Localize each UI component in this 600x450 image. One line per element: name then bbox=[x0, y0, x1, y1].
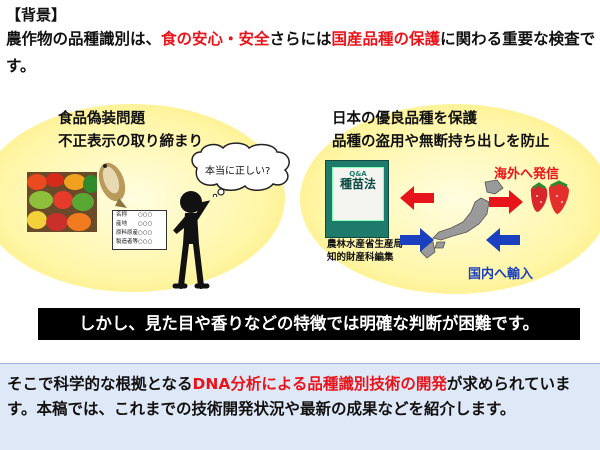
conclusion-box: そこで科学的な根拠となるDNA分析による品種識別技術の開発が求められています。本… bbox=[0, 363, 600, 450]
label-row: 原料原産○○○ bbox=[116, 230, 153, 236]
fish-icon bbox=[98, 162, 127, 208]
book-cover-label: Q&A 種苗法 bbox=[332, 167, 384, 221]
strawberries-icon bbox=[530, 180, 569, 214]
vegetables-photo bbox=[27, 172, 97, 232]
domestic-import-label: 国内へ輸入 bbox=[468, 267, 534, 282]
conclusion-text: そこで科学的な根拠となるDNA分析による品種識別技術の開発が求められています。本… bbox=[7, 372, 597, 422]
label-row: 産地○○○ bbox=[116, 221, 153, 227]
conclusion-text-2: が求められています。本稿では、これまでの技術開発状況や最新の成果などを紹介します… bbox=[7, 375, 571, 418]
label-row: 製造者等○○○ bbox=[116, 239, 153, 245]
intro-paragraph: 農作物の品種識別は、食の安心・安全さらには国産品種の保護に関わる重要な検査です。 bbox=[6, 26, 596, 80]
prevent-theft-heading: 品種の盗用や無断持ち出しを防止 bbox=[332, 134, 550, 150]
thinking-person-icon bbox=[172, 191, 211, 289]
section-heading: 【背景】 bbox=[6, 6, 67, 24]
label-row: 名称○○○ bbox=[116, 212, 153, 218]
thought-bubble-icon bbox=[191, 142, 290, 197]
book-qa-label: Q&A bbox=[349, 170, 367, 178]
arrow-right-blue-icon bbox=[400, 228, 434, 252]
arrow-left-blue-icon bbox=[486, 228, 520, 252]
intro-text-3: に関わる重要な検査です。 bbox=[6, 30, 596, 75]
difficulty-banner: しかし、見た目や香りなどの特徴では明確な判断が困難です。 bbox=[38, 308, 580, 340]
right-scene-title: 日本の優良品種を保護 品種の盗用や無断持ち出しを防止 bbox=[332, 108, 550, 154]
conclusion-highlight-dna: DNA分析による品種識別技術の開発 bbox=[192, 375, 447, 393]
seed-law-book-cover: Q&A 種苗法 bbox=[325, 160, 389, 238]
intro-text-1: 農作物の品種識別は、 bbox=[6, 30, 162, 48]
overseas-export-label: 海外へ発信 bbox=[494, 167, 560, 182]
intro-highlight-food-safety: 食の安心・安全 bbox=[161, 30, 270, 48]
publisher-line-1: 農林水産省生産局 bbox=[327, 239, 404, 250]
thought-bubble-text: 本当に正しい? bbox=[205, 166, 271, 177]
left-scene-title: 食品偽装問題 不正表示の取り締まり bbox=[58, 108, 203, 154]
book-publisher: 農林水産省生産局 知的財産科編集 bbox=[327, 238, 403, 264]
publisher-line-2: 知的財産科編集 bbox=[327, 252, 394, 263]
intro-text-2: さらには bbox=[269, 30, 332, 48]
arrow-left-red-icon bbox=[400, 186, 434, 210]
food-fraud-heading: 食品偽装問題 bbox=[58, 111, 145, 127]
book-title: 種苗法 bbox=[339, 177, 376, 191]
intro-highlight-variety-protection: 国産品種の保護 bbox=[331, 30, 441, 48]
arrow-right-red-icon bbox=[489, 190, 523, 214]
mislabel-control-heading: 不正表示の取り締まり bbox=[58, 134, 203, 150]
protect-varieties-heading: 日本の優良品種を保護 bbox=[332, 111, 477, 127]
food-label-card: 名称○○○ 産地○○○ 原料原産○○○ 製造者等○○○ bbox=[112, 210, 167, 250]
conclusion-text-1: そこで科学的な根拠となる bbox=[7, 375, 193, 393]
